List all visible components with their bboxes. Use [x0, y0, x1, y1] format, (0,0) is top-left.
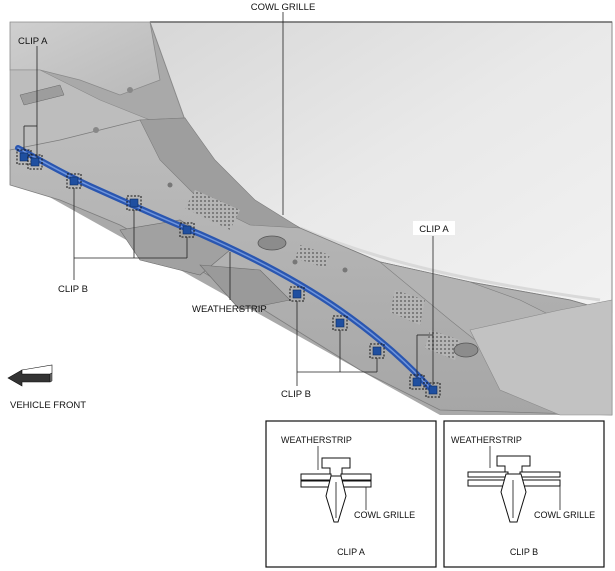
label-clip-a-left: CLIP A: [18, 36, 48, 47]
label-vehicle-front: VEHICLE FRONT: [10, 400, 86, 411]
label-clip-a-right: CLIP A: [419, 224, 449, 235]
detail-a-weatherstrip-label: WEATHERSTRIP: [281, 435, 352, 445]
label-clip-b-left: CLIP B: [58, 284, 88, 295]
detail-clip-b: WEATHERSTRIP COWL GRILLE CLIP B: [443, 420, 605, 568]
vehicle-illustration: [9, 21, 613, 416]
label-clip-b-right: CLIP B: [281, 389, 311, 400]
detail-b-weatherstrip-label: WEATHERSTRIP: [451, 435, 522, 445]
detail-clip-a: WEATHERSTRIP COWL GRILLE CLIP A: [265, 420, 437, 568]
label-weatherstrip: WEATHERSTRIP: [192, 304, 267, 315]
label-cowl-grille: COWL GRILLE: [251, 2, 316, 13]
detail-a-cowl-grille-label: COWL GRILLE: [354, 510, 415, 520]
detail-a-caption: CLIP A: [337, 547, 365, 557]
detail-b-caption: CLIP B: [510, 547, 538, 557]
leader-lines: [23, 12, 434, 386]
clip-a-left-2: [27, 154, 43, 170]
detail-b-cowl-grille-label: COWL GRILLE: [534, 510, 595, 520]
vehicle-front-arrow-icon: [7, 364, 53, 387]
